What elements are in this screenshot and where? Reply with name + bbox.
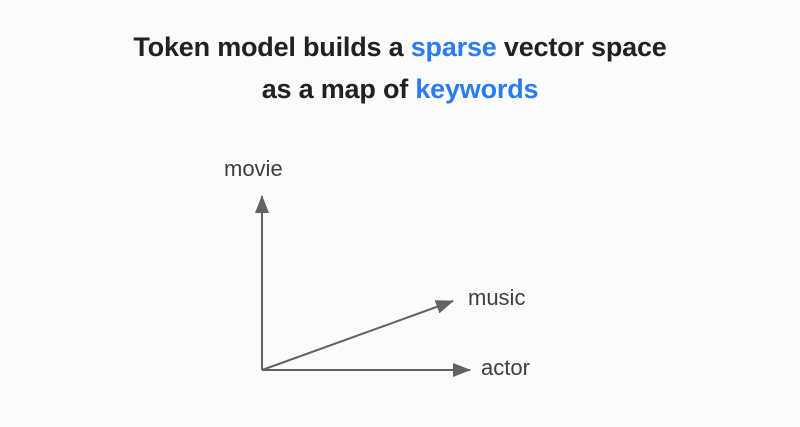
axis-label-actor: actor [481,355,530,380]
title-line-1-highlight-sparse: sparse [410,32,497,62]
title-line-2: as a map of keywords [0,68,800,110]
axis-label-music: music [468,285,526,310]
page-title: Token model builds a sparse vector space… [0,26,800,110]
axis-arrow-music [261,300,454,371]
title-line-1: Token model builds a sparse vector space [0,26,800,68]
title-line-2-text-part-1: as a map of [261,74,416,104]
title-line-2-highlight-keywords: keywords [415,74,539,104]
title-line-1-text-part-1: Token model builds a [133,32,411,62]
title-line-1-text-part-2: vector space [496,32,667,62]
axis-label-movie: movie [224,156,283,181]
